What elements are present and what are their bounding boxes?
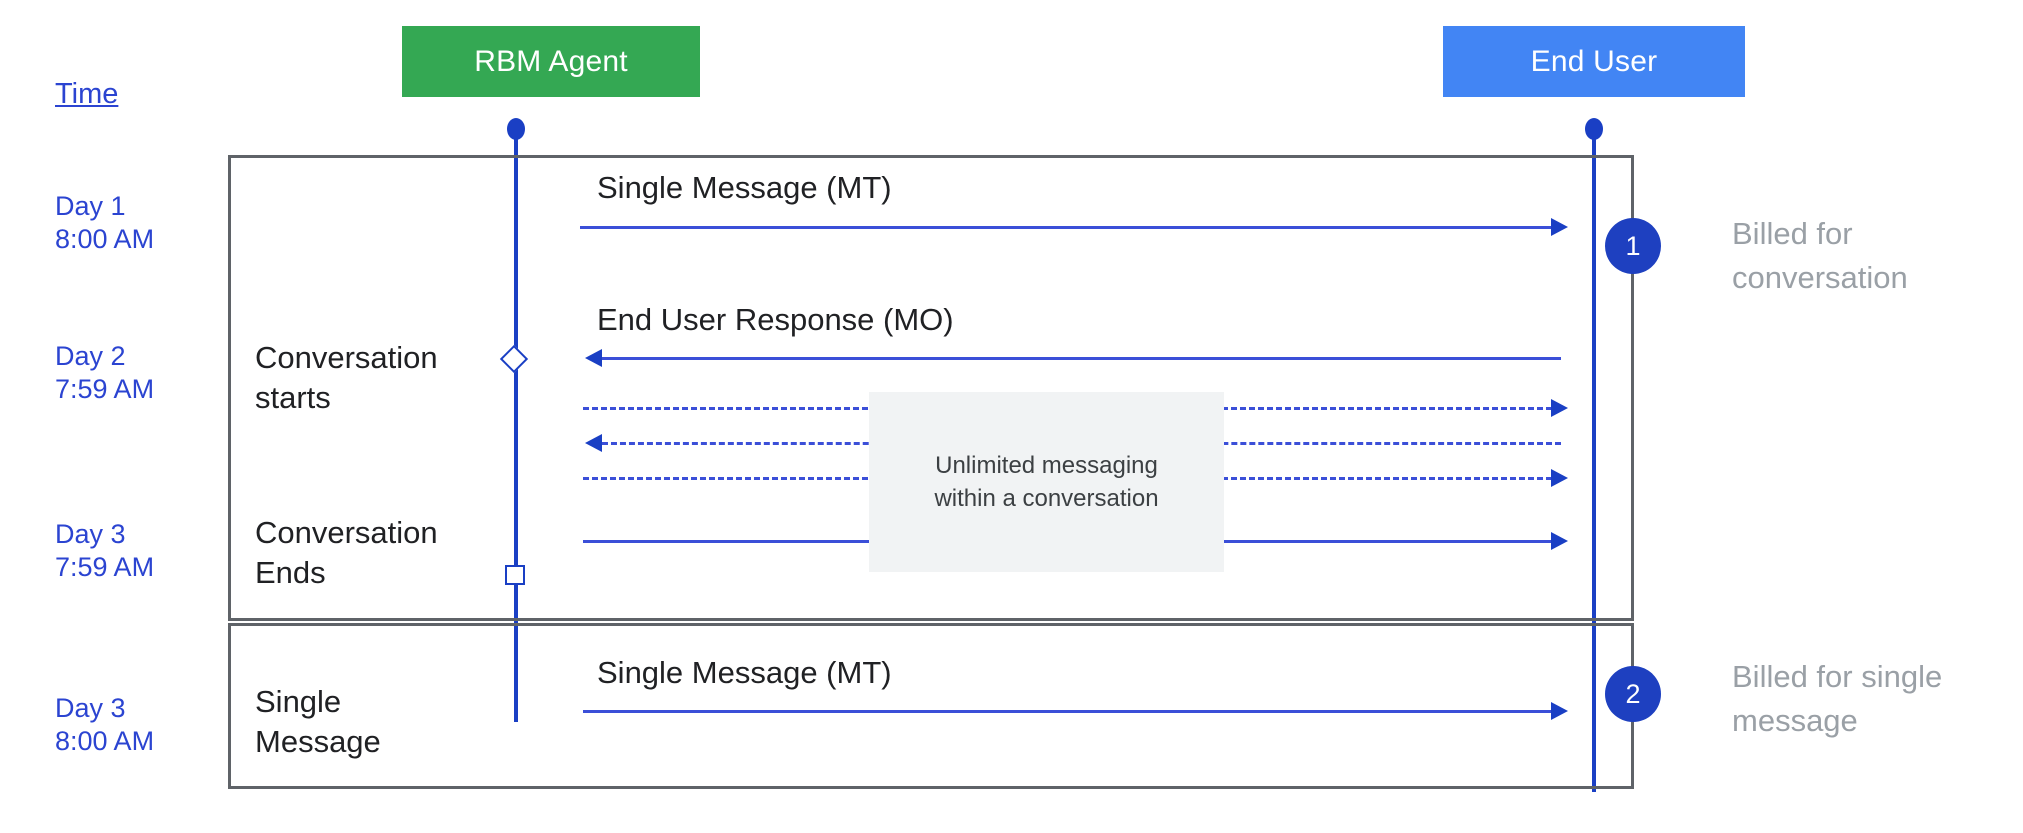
state-label-single-message: Single Message — [255, 684, 381, 759]
time-label-day3-759am: Day 3 7:59 AM — [55, 519, 155, 582]
time-label-day1-8am: Day 1 8:00 AM — [55, 191, 155, 254]
message-arrow-single-message-mt-bottom — [583, 710, 1561, 713]
lifeline-end-user — [1592, 122, 1596, 792]
state-label-conversation-starts: Conversation starts — [255, 340, 438, 415]
actor-box-end-user: End User — [1443, 26, 1745, 97]
note-box-unlimited-messaging: Unlimited messaging within a conversatio… — [869, 392, 1224, 572]
square-marker-icon — [505, 565, 525, 585]
time-label-day3-8am: Day 3 8:00 AM — [55, 693, 155, 756]
callout-text-billed-for-conversation: Billed for conversation — [1732, 216, 1908, 296]
arrow-head-right-icon — [1551, 399, 1568, 417]
message-label-single-message-mt-top: Single Message (MT) — [597, 170, 892, 205]
arrow-head-left-icon — [585, 349, 602, 367]
callout-badge-2: 2 — [1605, 666, 1661, 722]
arrow-head-right-icon — [1551, 702, 1568, 720]
message-arrow-end-user-response-mo — [593, 357, 1561, 360]
frame-single-message-block — [228, 623, 1634, 789]
state-label-conversation-ends: Conversation Ends — [255, 515, 438, 590]
lifeline-rbm-agent — [514, 122, 518, 722]
arrow-head-right-icon — [1551, 218, 1568, 236]
arrow-head-left-icon — [585, 434, 602, 452]
callout-badge-1: 1 — [1605, 218, 1661, 274]
time-label-day2-759am: Day 2 7:59 AM — [55, 341, 155, 404]
frame-conversation-block — [228, 155, 1634, 621]
message-label-single-message-mt-bottom: Single Message (MT) — [597, 655, 892, 690]
callout-badge-2-number: 2 — [1625, 678, 1641, 709]
message-arrow-single-message-mt-top — [580, 226, 1560, 229]
callout-text-billed-for-single-message: Billed for single message — [1732, 659, 1943, 739]
note-text: Unlimited messaging within a conversatio… — [934, 451, 1159, 512]
arrow-head-right-icon — [1551, 532, 1568, 550]
actor-box-rbm-agent: RBM Agent — [402, 26, 700, 97]
time-column-header: Time — [55, 78, 119, 110]
message-label-end-user-response-mo: End User Response (MO) — [597, 302, 954, 337]
actor-label-rbm-agent: RBM Agent — [474, 44, 628, 78]
actor-label-end-user: End User — [1530, 44, 1658, 78]
callout-badge-1-number: 1 — [1625, 230, 1641, 261]
arrow-head-right-icon — [1551, 469, 1568, 487]
